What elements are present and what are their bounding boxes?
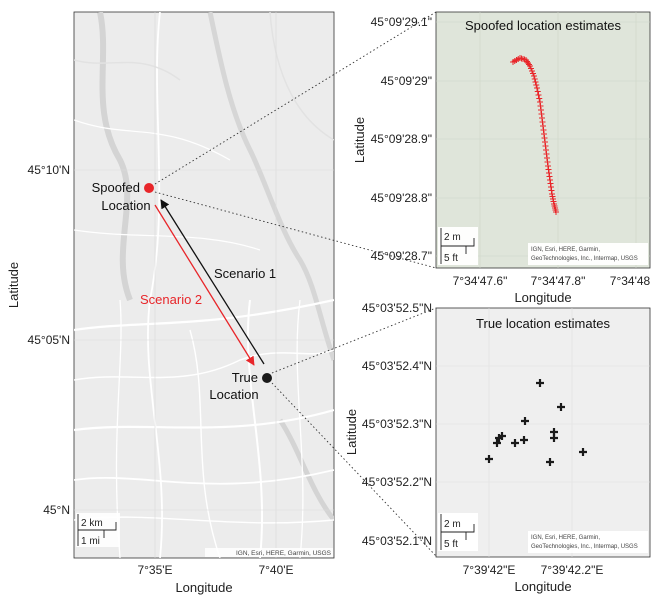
main-x-axis-label: Longitude (175, 580, 232, 595)
true-inset-panel[interactable]: True location estimates 45°03'52.5"N 45°… (344, 301, 651, 594)
spoofed-estimate-marker (531, 76, 538, 82)
true-location-label: Location (209, 387, 258, 402)
spoofed-y-axis-label: Latitude (352, 117, 367, 163)
true-estimate-marker (550, 434, 558, 442)
scenario2-arrow (154, 204, 255, 366)
spoofed-estimate-marker (531, 73, 537, 79)
spoofed-estimate-marker (553, 209, 559, 215)
main-map-panel[interactable]: 45°10'N 45°05'N 45°N 7°35'E 7°40'E Longi… (6, 11, 335, 595)
main-attribution: IGN, Esri, HERE, Garmin, USGS (236, 550, 332, 557)
spoofed-location-marker[interactable] (144, 183, 154, 193)
main-scale-mi: 1 mi (81, 536, 100, 547)
true-attribution: IGN, Esri, HERE, Garmin, (531, 535, 600, 541)
true-y-tick: 45°03'52.5"N (362, 301, 432, 315)
spoofed-scale-ft: 5 ft (444, 253, 458, 264)
spoofed-y-tick: 45°09'29.1" (371, 15, 432, 29)
true-inset-title: True location estimates (476, 316, 610, 331)
main-scale-bar: 2 km 1 mi (76, 513, 120, 547)
main-scale-km: 2 km (81, 518, 103, 529)
true-scale-m: 2 m (444, 519, 461, 530)
true-estimates (485, 379, 587, 466)
true-x-tick: 7°39'42"E (463, 563, 516, 577)
true-estimate-marker (557, 403, 565, 411)
true-estimate-marker (579, 448, 587, 456)
true-location-marker[interactable] (262, 373, 272, 383)
spoofed-location-label: Location (101, 198, 150, 213)
true-estimate-marker (498, 432, 506, 440)
spoofed-estimate-marker (534, 88, 541, 95)
spoofed-y-tick: 45°09'28.9" (371, 132, 432, 146)
spoofed-inset-background (435, 11, 651, 269)
true-estimate-marker (536, 379, 544, 387)
spoofed-x-tick: 7°34'47.8" (531, 274, 586, 288)
spoofed-x-tick: 7°34'47.6" (453, 274, 508, 288)
true-location-label: True (232, 370, 258, 385)
spoofed-location-label: Spoofed (92, 180, 140, 195)
true-y-tick: 45°03'52.4"N (362, 359, 432, 373)
spoofed-x-tick: 7°34'48 (610, 274, 651, 288)
true-estimate-marker (546, 458, 554, 466)
spoofed-y-tick: 45°09'28.8" (371, 191, 432, 205)
true-scale-ft: 5 ft (444, 539, 458, 550)
main-y-tick: 45°N (43, 503, 70, 517)
spoofed-estimate-marker (533, 82, 540, 88)
spoofed-attribution: GeoTechnologies, Inc., Intermap, USGS (531, 256, 638, 262)
true-y-tick: 45°03'52.3"N (362, 417, 432, 431)
true-y-tick: 45°03'52.1"N (362, 534, 432, 548)
true-y-axis-label: Latitude (344, 409, 359, 455)
spoofed-attribution: IGN, Esri, HERE, Garmin, (531, 247, 600, 253)
true-x-axis-label: Longitude (514, 579, 571, 594)
scenario2-label: Scenario 2 (140, 292, 202, 307)
scenario1-label: Scenario 1 (214, 266, 276, 281)
inset-connectors (154, 11, 437, 557)
spoofed-scale-m: 2 m (444, 232, 461, 243)
main-x-tick: 7°35'E (137, 563, 172, 577)
true-attribution: GeoTechnologies, Inc., Intermap, USGS (531, 544, 638, 550)
spoofed-estimate-marker (535, 92, 542, 98)
main-x-tick: 7°40'E (258, 563, 293, 577)
main-y-tick: 45°10'N (28, 163, 70, 177)
true-estimate-marker (521, 417, 529, 425)
true-estimate-marker (493, 439, 501, 447)
true-estimate-marker (511, 439, 519, 447)
true-x-tick: 7°39'42.2"E (541, 563, 604, 577)
spoofed-y-tick: 45°09'28.7" (371, 249, 432, 263)
spoofed-y-tick: 45°09'29" (381, 74, 432, 88)
true-scale-bar: 2 m 5 ft (438, 513, 478, 551)
true-estimate-marker (520, 436, 528, 444)
spoofed-inset-panel[interactable]: Spoofed location estimates 45°09'29.1" 4… (352, 11, 651, 305)
scenario1-arrow (160, 199, 265, 365)
spoofed-estimate-marker (534, 85, 540, 91)
spoofed-inset-title: Spoofed location estimates (465, 18, 622, 33)
main-y-tick: 45°05'N (28, 333, 70, 347)
true-y-tick: 45°03'52.2"N (362, 475, 432, 489)
main-map-roads (74, 12, 334, 558)
spoofed-estimates (510, 55, 559, 215)
spoofed-estimate-marker (532, 79, 539, 85)
spoofed-scale-bar: 2 m 5 ft (438, 227, 478, 265)
true-estimate-marker (485, 455, 493, 463)
spoofed-estimate-marker (536, 95, 543, 102)
spoofed-x-axis-label: Longitude (514, 290, 571, 305)
main-y-axis-label: Latitude (6, 262, 21, 308)
